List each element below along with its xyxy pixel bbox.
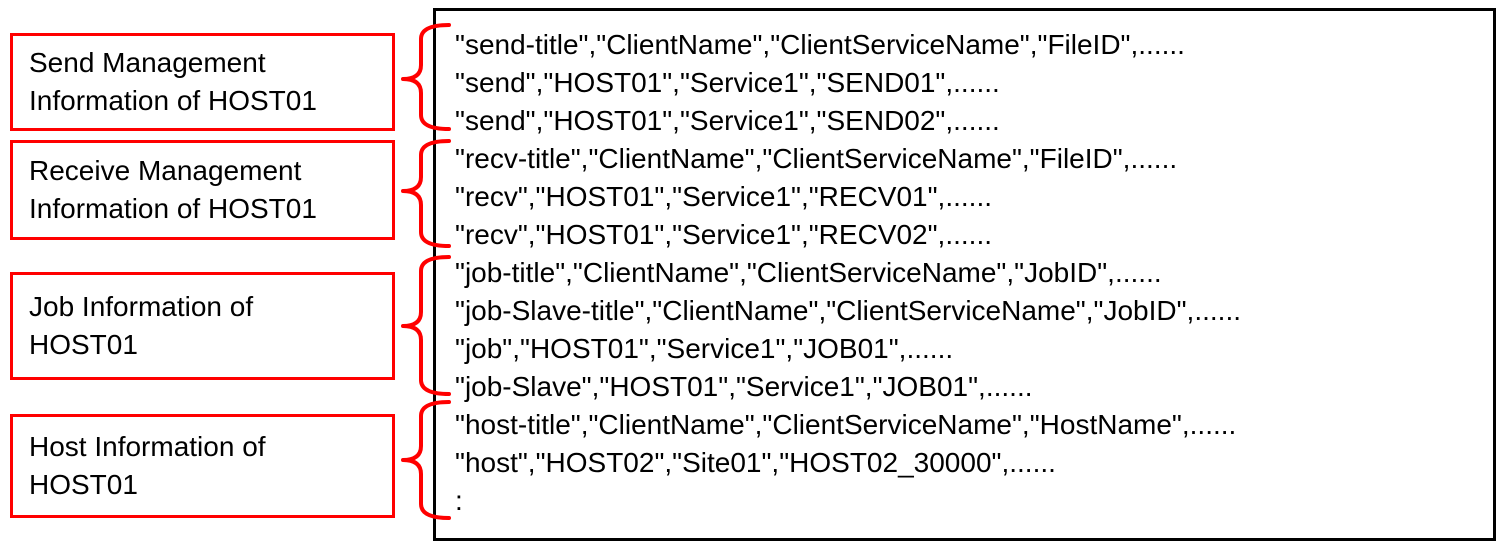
csv-line-continuation: :: [455, 485, 463, 516]
label-line: Send Management: [29, 47, 266, 78]
csv-line-send-02: "send","HOST01","Service1","SEND02",....…: [455, 105, 1000, 136]
label-line: Receive Management: [29, 155, 302, 186]
label-line: Host Information of: [29, 431, 266, 462]
label-line: HOST01: [29, 329, 138, 360]
label-line: HOST01: [29, 469, 138, 500]
csv-line-recv-01: "recv","HOST01","Service1","RECV01",....…: [455, 181, 993, 212]
label-line: Job Information of: [29, 291, 254, 322]
label-job-information: Job Information of HOST01: [10, 272, 395, 380]
csv-line-recv-title: "recv-title","ClientName","ClientService…: [455, 143, 1178, 174]
label-line: Information of HOST01: [29, 193, 317, 224]
csv-output-box: "send-title","ClientName","ClientService…: [433, 8, 1496, 541]
label-send-management: Send Management Information of HOST01: [10, 33, 395, 131]
csv-line-job-slave-title: "job-Slave-title","ClientName","ClientSe…: [455, 295, 1241, 326]
csv-line-job-title: "job-title","ClientName","ClientServiceN…: [455, 257, 1162, 288]
label-receive-management: Receive Management Information of HOST01: [10, 140, 395, 240]
label-line: Information of HOST01: [29, 85, 317, 116]
csv-line-send-01: "send","HOST01","Service1","SEND01",....…: [455, 67, 1000, 98]
csv-line-send-title: "send-title","ClientName","ClientService…: [455, 29, 1185, 60]
csv-line-job: "job","HOST01","Service1","JOB01",......: [455, 333, 954, 364]
csv-line-host-title: "host-title","ClientName","ClientService…: [455, 409, 1237, 440]
csv-line-host: "host","HOST02","Site01","HOST02_30000",…: [455, 447, 1056, 478]
csv-line-recv-02: "recv","HOST01","Service1","RECV02",....…: [455, 219, 993, 250]
csv-line-job-slave: "job-Slave","HOST01","Service1","JOB01",…: [455, 371, 1033, 402]
label-host-information: Host Information of HOST01: [10, 414, 395, 518]
